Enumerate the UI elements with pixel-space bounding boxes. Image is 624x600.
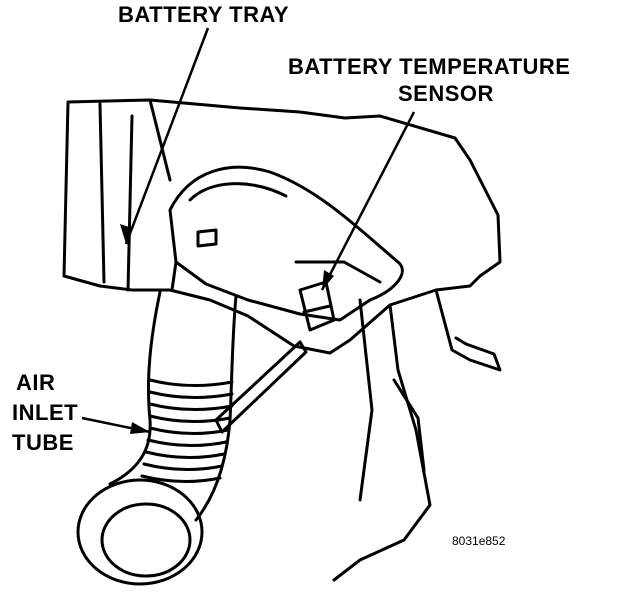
air-tube-arrowhead — [130, 422, 150, 434]
inlet-label: INLET — [12, 400, 79, 425]
tray-outline — [62, 98, 502, 355]
air-inlet-tube — [108, 290, 238, 522]
battery-temperature-label: BATTERY TEMPERATURE — [288, 54, 571, 79]
sensor-arrowhead — [322, 270, 334, 290]
tray-cover — [168, 165, 404, 322]
battery-tray-label: BATTERY TRAY — [118, 2, 290, 27]
tray-left-wall — [98, 102, 106, 284]
figure-id: 8031e852 — [452, 534, 506, 548]
air-label: AIR — [16, 370, 56, 395]
air-inlet-opening — [76, 478, 204, 586]
tube-label: TUBE — [12, 430, 74, 455]
sensor-label: SENSOR — [398, 81, 494, 106]
temperature-sensor — [298, 280, 336, 332]
tray-right-body — [332, 303, 432, 582]
sensor-leader — [320, 111, 416, 291]
battery-tray-leader — [124, 27, 210, 245]
battery-tray-arrowhead — [120, 224, 132, 244]
tray-strut — [214, 340, 308, 434]
